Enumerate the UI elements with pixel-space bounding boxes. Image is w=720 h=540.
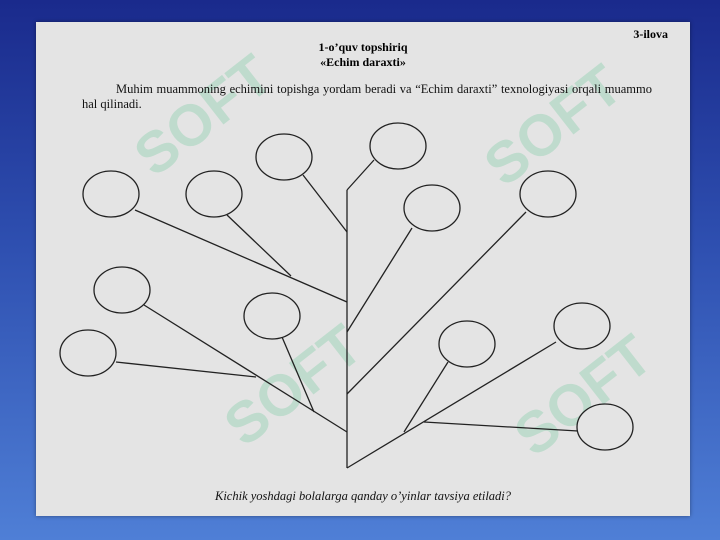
tree-branch — [115, 361, 257, 378]
tree-branch — [302, 174, 348, 233]
tree-leaf-circle — [438, 320, 496, 368]
page-subtitle: «Echim daraxti» — [320, 55, 406, 69]
tree-leaf-circle — [93, 266, 151, 314]
tree-branch — [226, 214, 292, 277]
tree-branch — [346, 159, 375, 191]
description-paragraph: Muhim muammoning echimini topishga yorda… — [82, 82, 652, 111]
tree-branch — [403, 361, 449, 433]
tree-leaf-circle — [576, 403, 634, 451]
tree-leaf-circle — [369, 122, 427, 170]
tree-branch — [423, 421, 579, 432]
tree-branch — [134, 209, 348, 303]
tree-leaf-circle — [255, 133, 313, 181]
tree-branch — [281, 336, 315, 413]
tree-leaf-circle — [82, 170, 140, 218]
slide: SOFT SOFT SOFT SOFT — [36, 22, 690, 516]
tree-branch — [346, 211, 527, 395]
tree-leaf-circle — [553, 302, 611, 350]
tree-leaf-circle — [185, 170, 243, 218]
tree-leaf-circle — [243, 292, 301, 340]
decision-tree-diagram — [59, 122, 634, 469]
tree-branch — [346, 227, 413, 333]
tree-leaf-circle — [519, 170, 577, 218]
page-title: 1-o’quv topshiriq — [318, 40, 408, 54]
question-text: Kichik yoshdagi bolalarga qanday o’yinla… — [214, 489, 512, 503]
tree-leaf-circle — [59, 329, 117, 377]
tree-branch — [346, 341, 557, 469]
tree-leaf-circle — [403, 184, 461, 232]
appendix-tag: 3-ilova — [633, 27, 668, 41]
